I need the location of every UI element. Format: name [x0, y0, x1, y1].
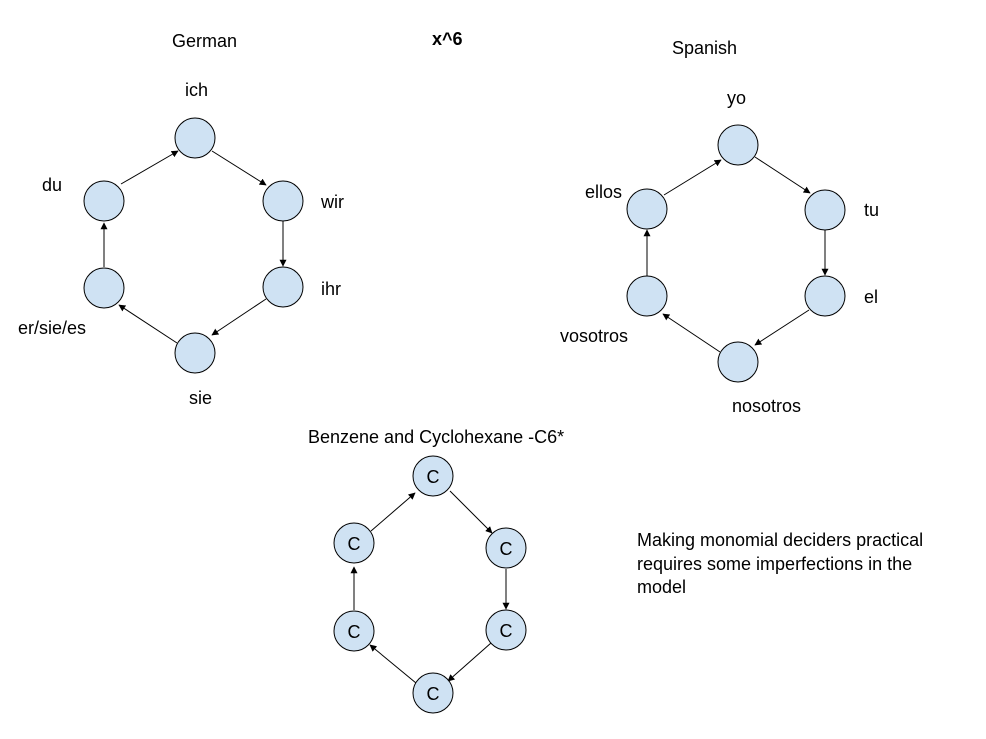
spanish-node-el	[804, 275, 846, 317]
german-label-ihr: ihr	[321, 279, 341, 299]
spanish-node-vosotros	[626, 275, 668, 317]
german-node-sie	[174, 332, 216, 374]
german-node-ich	[174, 117, 216, 159]
spanish-node-tu	[804, 189, 846, 231]
german-node-wir	[262, 180, 304, 222]
benzene-node-4	[412, 672, 454, 714]
benzene-node-label-4: C	[427, 684, 440, 704]
spanish-label-yo: yo	[727, 88, 746, 108]
german-edge-ihr-sie	[211, 298, 267, 336]
benzene-node-1	[412, 455, 454, 497]
benzene-node-label-5: C	[348, 622, 361, 642]
german-node-er-sie-es	[83, 267, 125, 309]
german-cycle: German ich wir ihr sie er/sie/es du	[18, 31, 344, 408]
spanish-cycle: Spanish yo tu el nosotros vosotros ellos	[560, 38, 879, 416]
german-label-er-sie-es: er/sie/es	[18, 318, 86, 338]
german-label-ich: ich	[185, 80, 208, 100]
benzene-node-2	[485, 527, 527, 569]
spanish-label-nosotros: nosotros	[732, 396, 801, 416]
benzene-node-label-1: C	[427, 467, 440, 487]
benzene-node-label-6: C	[348, 534, 361, 554]
german-label-du: du	[42, 175, 62, 195]
benzene-node-label-3: C	[500, 621, 513, 641]
german-edge-du-ich	[120, 150, 179, 185]
spanish-heading: Spanish	[672, 38, 737, 58]
spanish-node-nosotros	[717, 341, 759, 383]
spanish-node-ellos	[626, 188, 668, 230]
german-heading: German	[172, 31, 237, 51]
spanish-edge-yo-tu	[754, 156, 811, 194]
german-edge-sie-er	[118, 304, 178, 344]
benzene-edge-5	[369, 644, 417, 684]
spanish-label-el: el	[864, 287, 878, 307]
benzene-edge-4	[447, 642, 492, 682]
benzene-heading: Benzene and Cyclohexane -C6*	[308, 427, 564, 447]
note-line-1: Making monomial deciders practical	[637, 530, 923, 550]
spanish-edge-ellos-yo	[663, 159, 722, 196]
page-title: x^6	[432, 29, 463, 49]
german-node-du	[83, 180, 125, 222]
german-label-sie: sie	[189, 388, 212, 408]
german-edge-ich-wir	[211, 150, 267, 186]
spanish-label-vosotros: vosotros	[560, 326, 628, 346]
spanish-edge-nosotros-vosotros	[662, 313, 721, 353]
spanish-label-ellos: ellos	[585, 182, 622, 202]
benzene-node-6	[333, 522, 375, 564]
german-node-ihr	[262, 266, 304, 308]
spanish-edge-el-nosotros	[754, 309, 810, 346]
benzene-node-3	[485, 609, 527, 651]
german-label-wir: wir	[320, 192, 344, 212]
spanish-label-tu: tu	[864, 200, 879, 220]
benzene-edge-1	[370, 492, 416, 532]
benzene-cycle: Benzene and Cyclohexane -C6* C C C C C C	[308, 427, 564, 714]
note-text: Making monomial deciders practical requi…	[637, 530, 923, 597]
spanish-node-yo	[717, 124, 759, 166]
benzene-node-5	[333, 610, 375, 652]
note-line-3: model	[637, 577, 686, 597]
note-line-2: requires some imperfections in the	[637, 554, 912, 574]
benzene-node-label-2: C	[500, 539, 513, 559]
benzene-edge-2	[449, 490, 493, 534]
